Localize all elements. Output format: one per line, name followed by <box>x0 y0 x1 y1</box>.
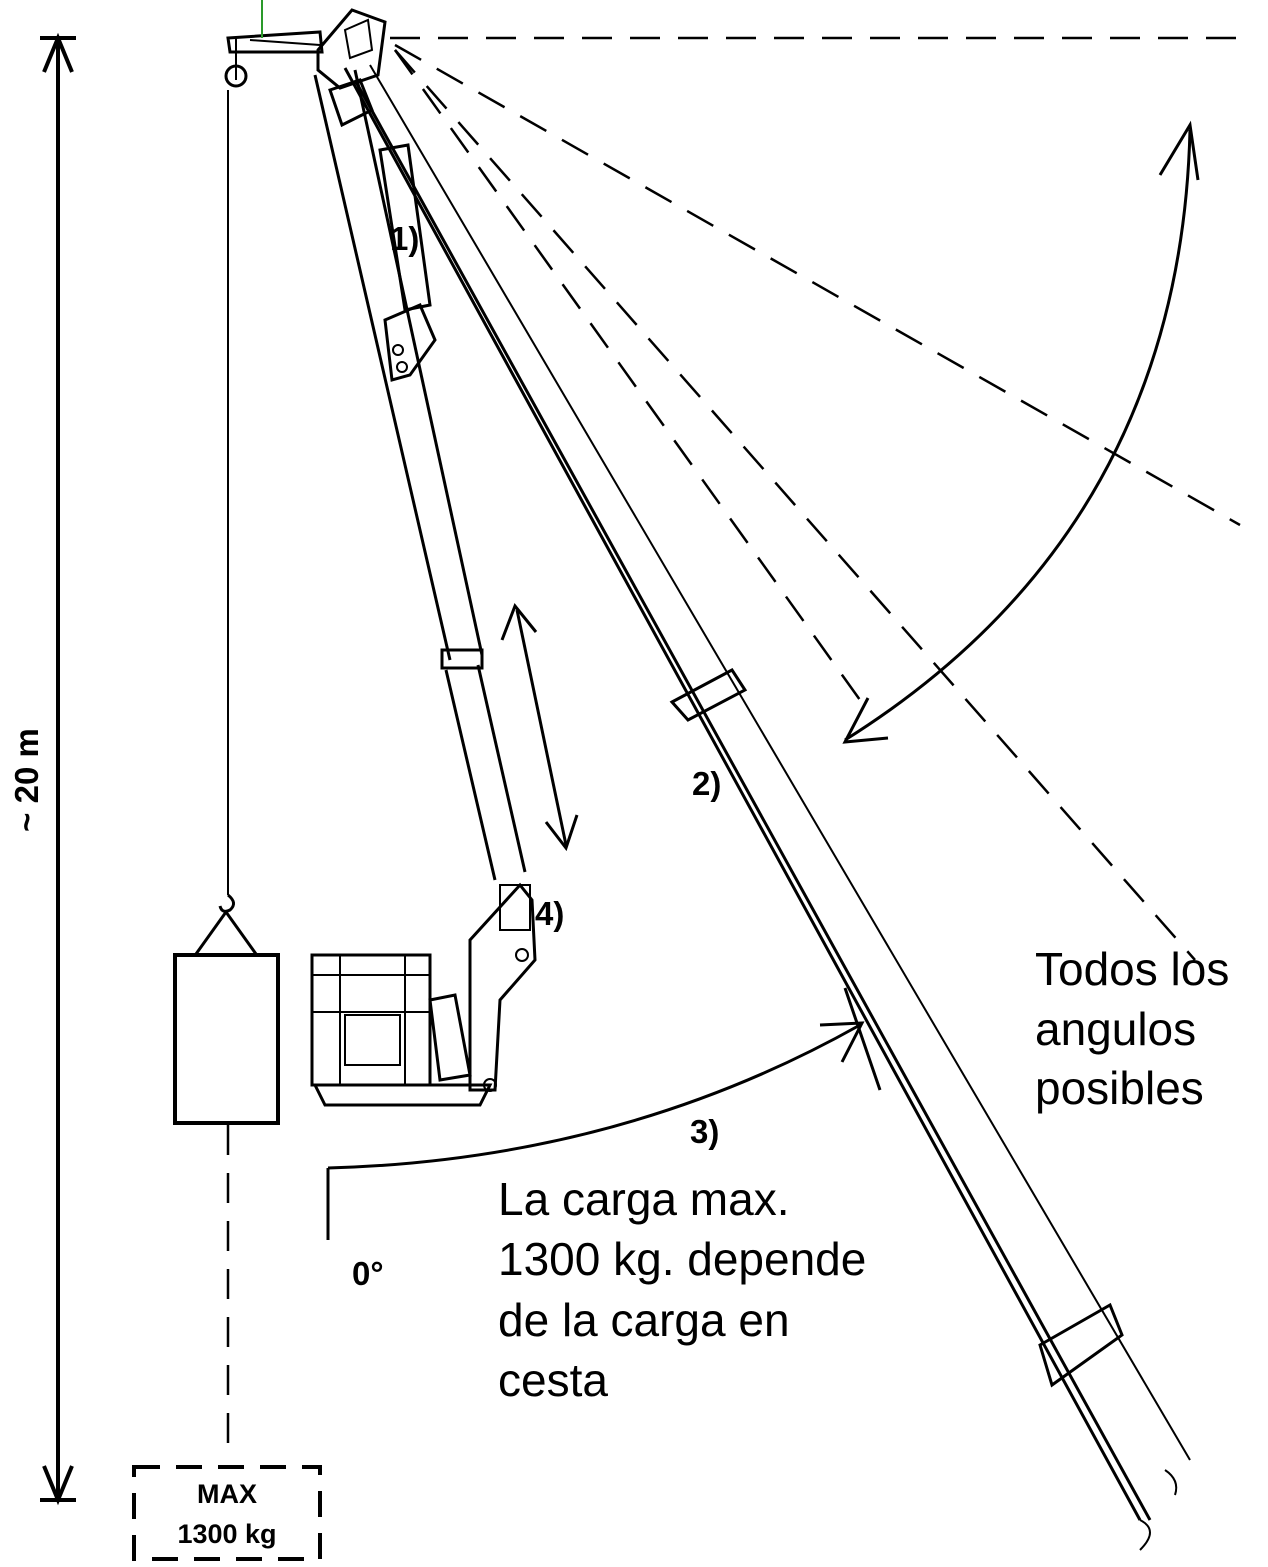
angle-range-arrow <box>842 120 1200 744</box>
rotation-arrow <box>326 987 882 1240</box>
angle-zero-label: 0° <box>352 1255 384 1292</box>
angle-rays <box>393 43 1241 961</box>
crane-jib <box>226 0 387 90</box>
load-note-line-3: de la carga en <box>498 1294 790 1346</box>
angles-note-line-2: angulos <box>1035 1003 1196 1055</box>
angles-note-line-3: posibles <box>1035 1062 1204 1114</box>
max-value-label: 1300 kg <box>177 1519 276 1549</box>
suspended-load <box>173 953 280 1125</box>
angles-note: Todos los angulos posibles <box>1035 943 1229 1114</box>
work-basket <box>310 882 537 1107</box>
load-note-line-2: 1300 kg. depende <box>498 1233 866 1285</box>
extended-boom <box>343 64 1191 1551</box>
part-4-label: 4) <box>535 895 564 932</box>
load-note: La carga max. 1300 kg. depende de la car… <box>498 1173 866 1406</box>
part-2-label: 2) <box>692 765 721 802</box>
height-label: ~ 20 m <box>8 728 45 832</box>
max-load-box <box>132 1465 322 1561</box>
part-1-label: 1) <box>390 220 419 257</box>
telescope-arrow <box>500 603 579 852</box>
height-dimension-arrow <box>40 32 76 1506</box>
angles-note-line-1: Todos los <box>1035 943 1229 995</box>
part-3-label: 3) <box>690 1113 719 1150</box>
max-label: MAX <box>197 1479 257 1509</box>
hoist-cable <box>194 38 258 955</box>
main-boom <box>313 69 527 881</box>
load-note-line-1: La carga max. <box>498 1173 789 1225</box>
load-note-line-4: cesta <box>498 1354 608 1406</box>
